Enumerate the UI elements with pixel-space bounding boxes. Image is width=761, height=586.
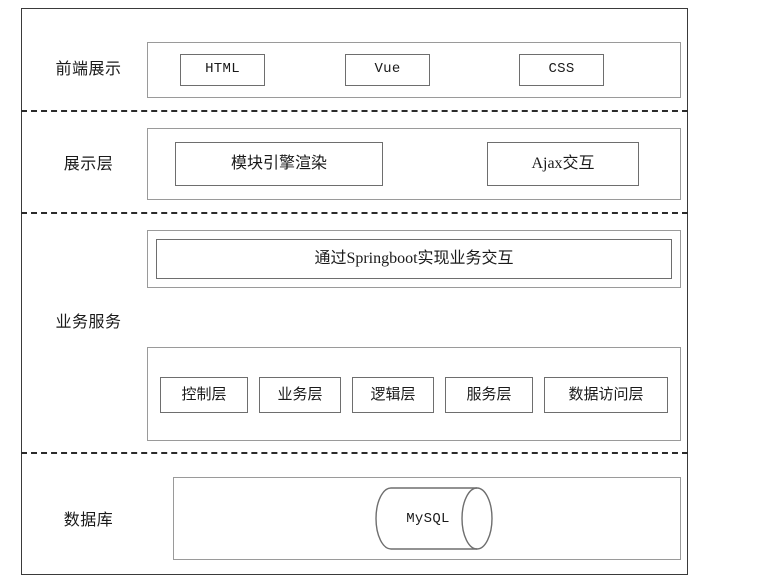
node-data-access-layer[interactable]: 数据访问层 [544, 377, 668, 413]
node-html[interactable]: HTML [180, 54, 265, 86]
database-cylinder-icon [373, 484, 495, 553]
node-template-engine[interactable]: 模块引擎渲染 [175, 142, 383, 186]
node-logic-layer[interactable]: 逻辑层 [352, 377, 434, 413]
tier-label-presentation: 展示层 [63, 156, 114, 173]
node-business-layer[interactable]: 业务层 [259, 377, 341, 413]
node-vue[interactable]: Vue [345, 54, 430, 86]
node-ajax[interactable]: Ajax交互 [487, 142, 639, 186]
tier-label-business: 业务服务 [55, 314, 122, 331]
tier-label-frontend: 前端展示 [55, 61, 122, 78]
tier-divider-business-database [21, 452, 688, 454]
tier-label-database: 数据库 [63, 512, 114, 529]
tier-divider-presentation-business [21, 212, 688, 214]
node-css[interactable]: CSS [519, 54, 604, 86]
tier-divider-frontend-presentation [21, 110, 688, 112]
node-springboot[interactable]: 通过Springboot实现业务交互 [156, 239, 672, 279]
node-service-layer[interactable]: 服务层 [445, 377, 533, 413]
node-controller-layer[interactable]: 控制层 [160, 377, 248, 413]
